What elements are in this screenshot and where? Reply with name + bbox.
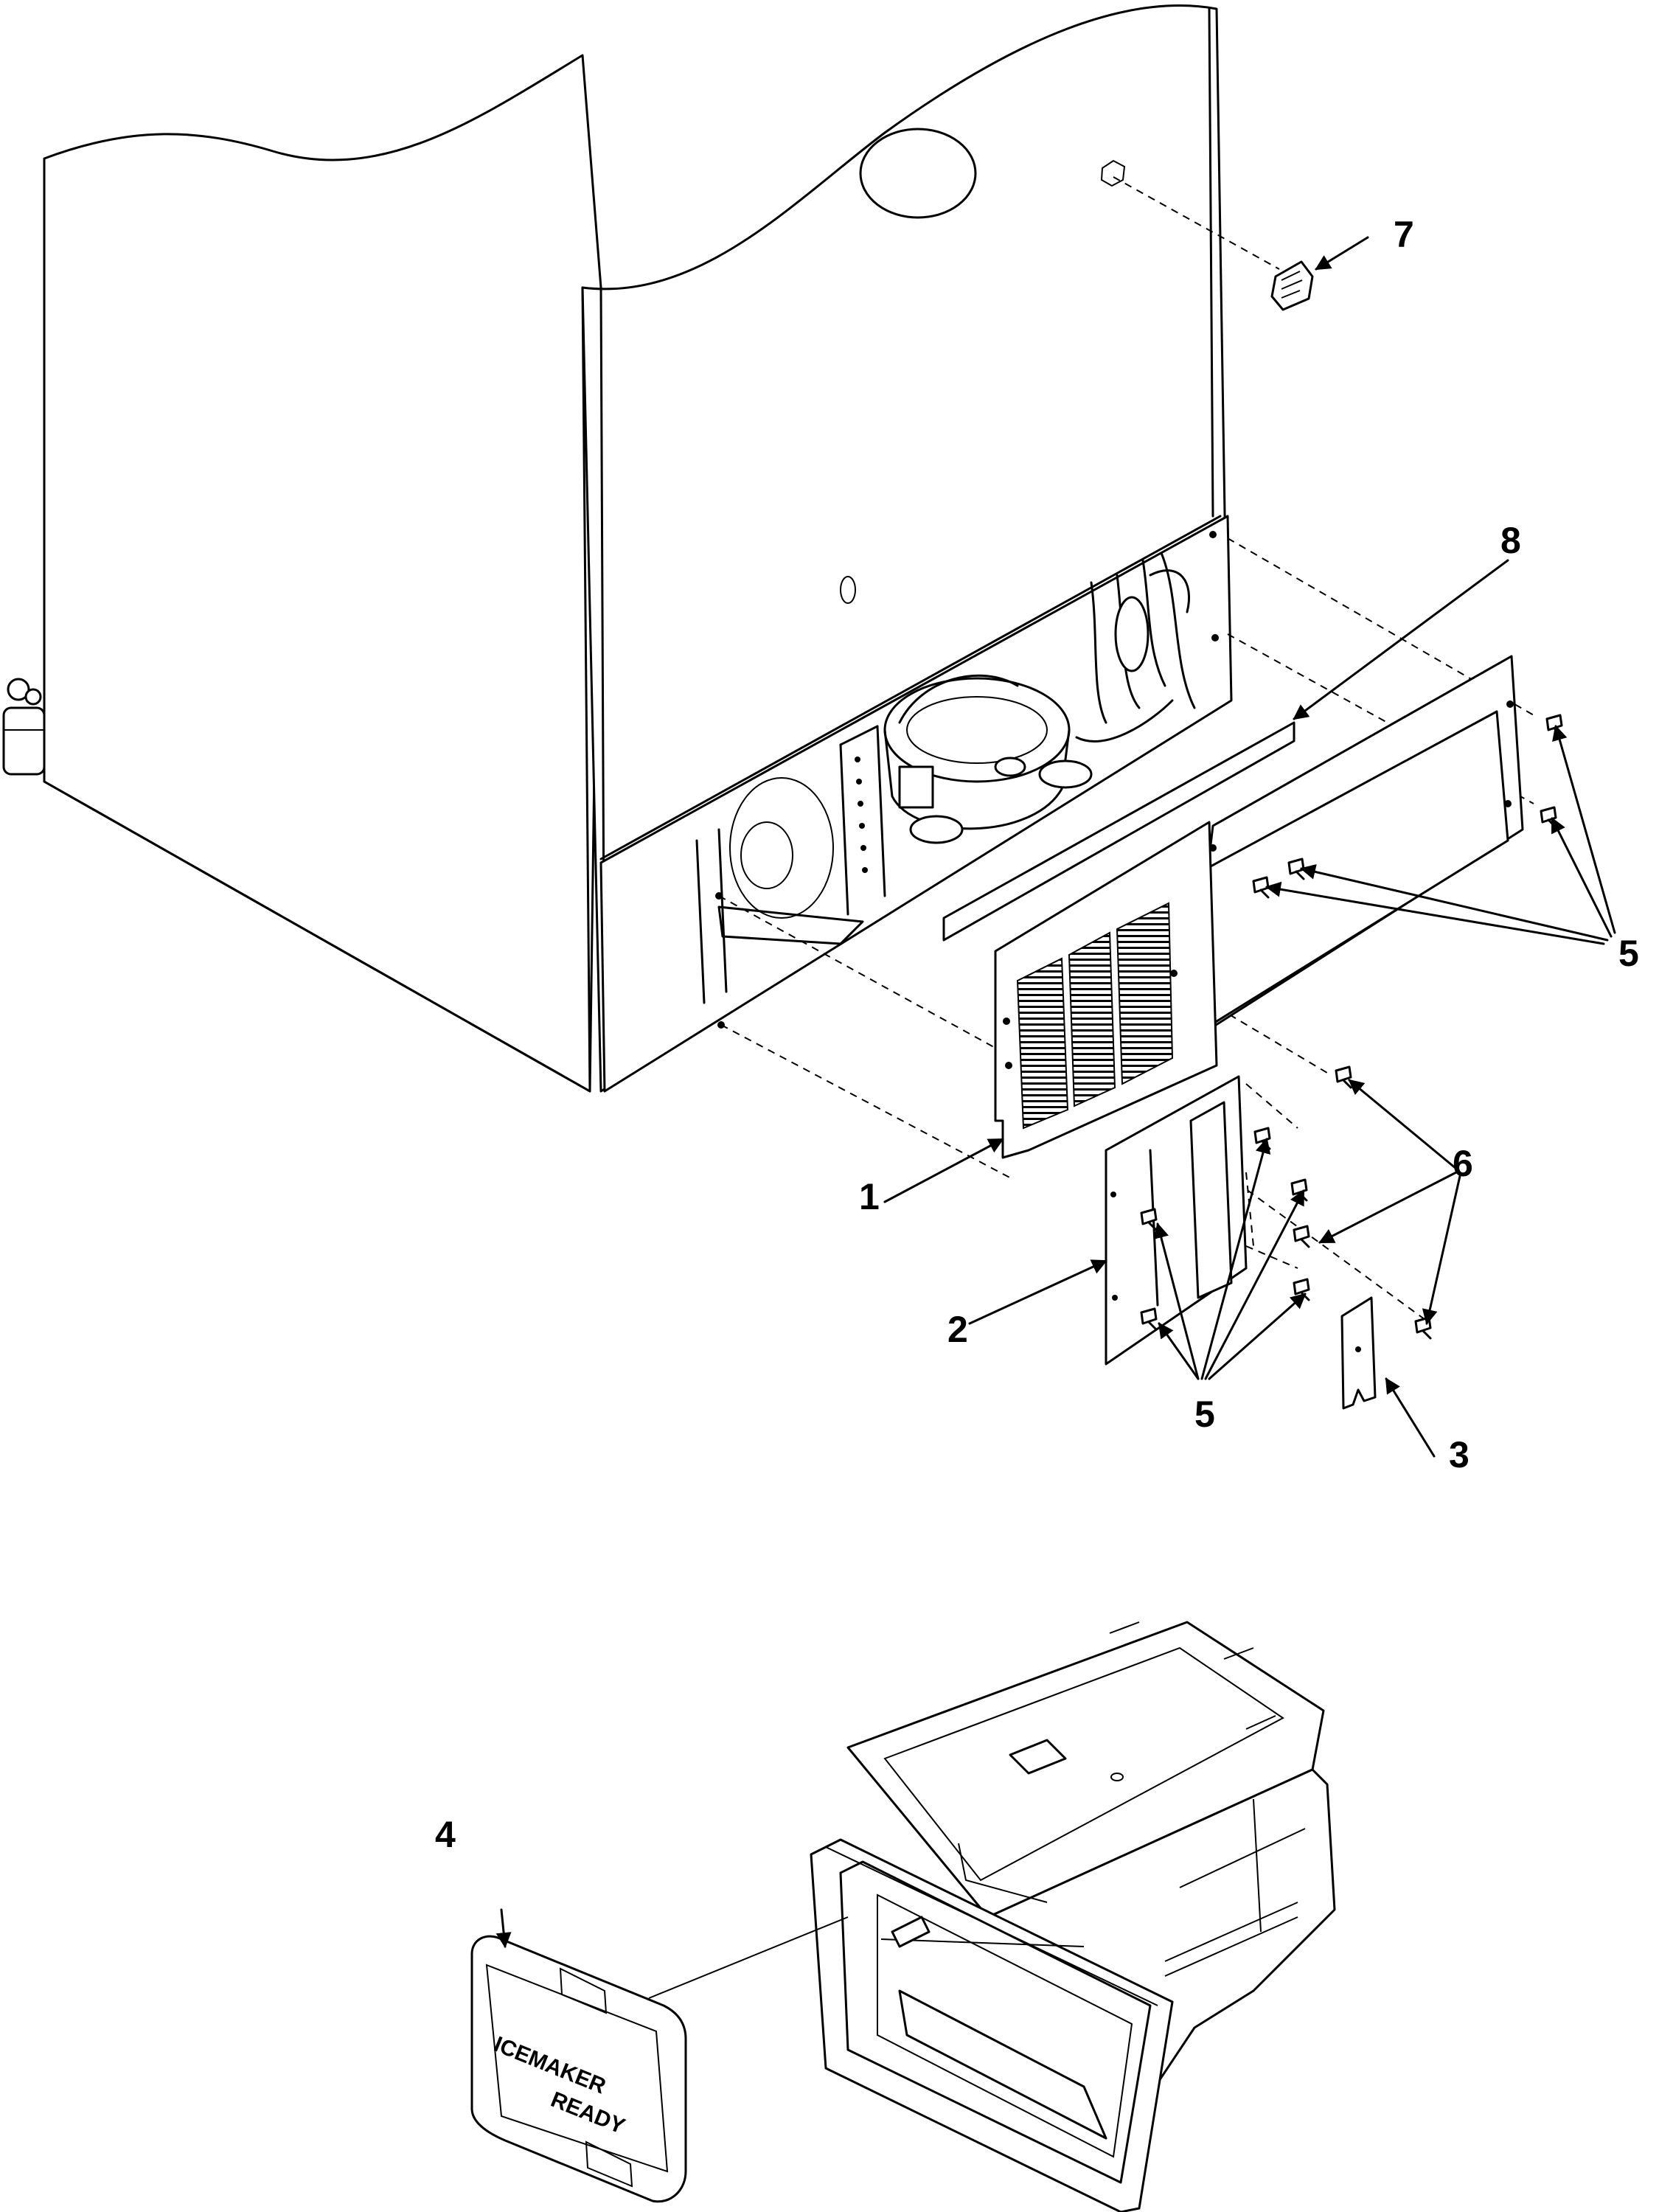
machine-compartment	[599, 515, 1233, 1093]
part-2-bracket	[1105, 1075, 1248, 1366]
callout-3: 3	[1449, 1434, 1470, 1475]
callout-arrows	[495, 236, 1616, 1949]
callout-1: 1	[859, 1176, 880, 1217]
callout-4: 4	[435, 1814, 456, 1855]
ice-bin-assembly	[810, 1621, 1336, 2212]
screw	[1335, 1065, 1352, 1089]
callout-8: 8	[1500, 520, 1521, 561]
part-3-clip	[1340, 1296, 1377, 1410]
part-8-seal-strip	[942, 721, 1295, 942]
screw	[1293, 1225, 1310, 1248]
callout-2: 2	[947, 1309, 968, 1350]
screw	[1545, 714, 1563, 737]
callout-5-upper: 5	[1618, 933, 1639, 974]
callout-labels: 7 8 5 6 1 2 5 3 4	[435, 214, 1639, 1855]
callout-6: 6	[1453, 1143, 1473, 1184]
screw	[1140, 1307, 1158, 1331]
callout-5-lower: 5	[1194, 1394, 1215, 1435]
part-4-icemaker-ready-plug: ICEMAKER READY	[470, 1935, 687, 2203]
part-7-plug	[1270, 260, 1314, 311]
access-cover-panel	[1180, 655, 1524, 1045]
screw	[1540, 806, 1557, 829]
callout-7: 7	[1394, 214, 1414, 255]
plug-leader-line	[648, 1916, 849, 1999]
part-1-grille	[994, 821, 1218, 1159]
